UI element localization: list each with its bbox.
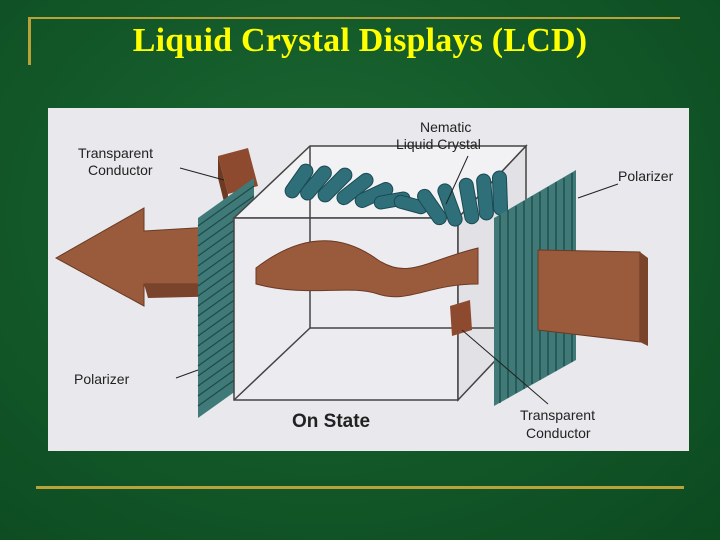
outgoing-light-bar: [537, 249, 648, 346]
label-transparent-conductor-right-2: Conductor: [526, 425, 591, 441]
label-transparent-conductor-left-2: Conductor: [88, 162, 153, 178]
label-transparent-conductor-right-1: Transparent: [520, 407, 595, 423]
bottom-rule: [36, 486, 684, 489]
leader-lines: [175, 155, 619, 405]
right-conductor: [450, 300, 472, 336]
label-polarizer-left: Polarizer: [74, 371, 130, 387]
label-on-state: On State: [292, 411, 370, 432]
lcd-diagram: Transparent Conductor Nematic Liquid Cry…: [48, 108, 689, 451]
label-nematic-1: Nematic: [420, 119, 471, 135]
label-transparent-conductor-left-1: Transparent: [78, 145, 153, 161]
twisted-light-beam: [255, 240, 479, 298]
slide-title: Liquid Crystal Displays (LCD): [132, 22, 588, 59]
lcd-diagram-svg: Transparent Conductor Nematic Liquid Cry…: [54, 119, 674, 441]
label-polarizer-right: Polarizer: [618, 168, 674, 184]
top-rule: [28, 17, 680, 19]
label-nematic-2: Liquid Crystal: [396, 136, 481, 152]
top-left-rule: [28, 17, 31, 65]
nematic-molecules: [284, 163, 509, 227]
